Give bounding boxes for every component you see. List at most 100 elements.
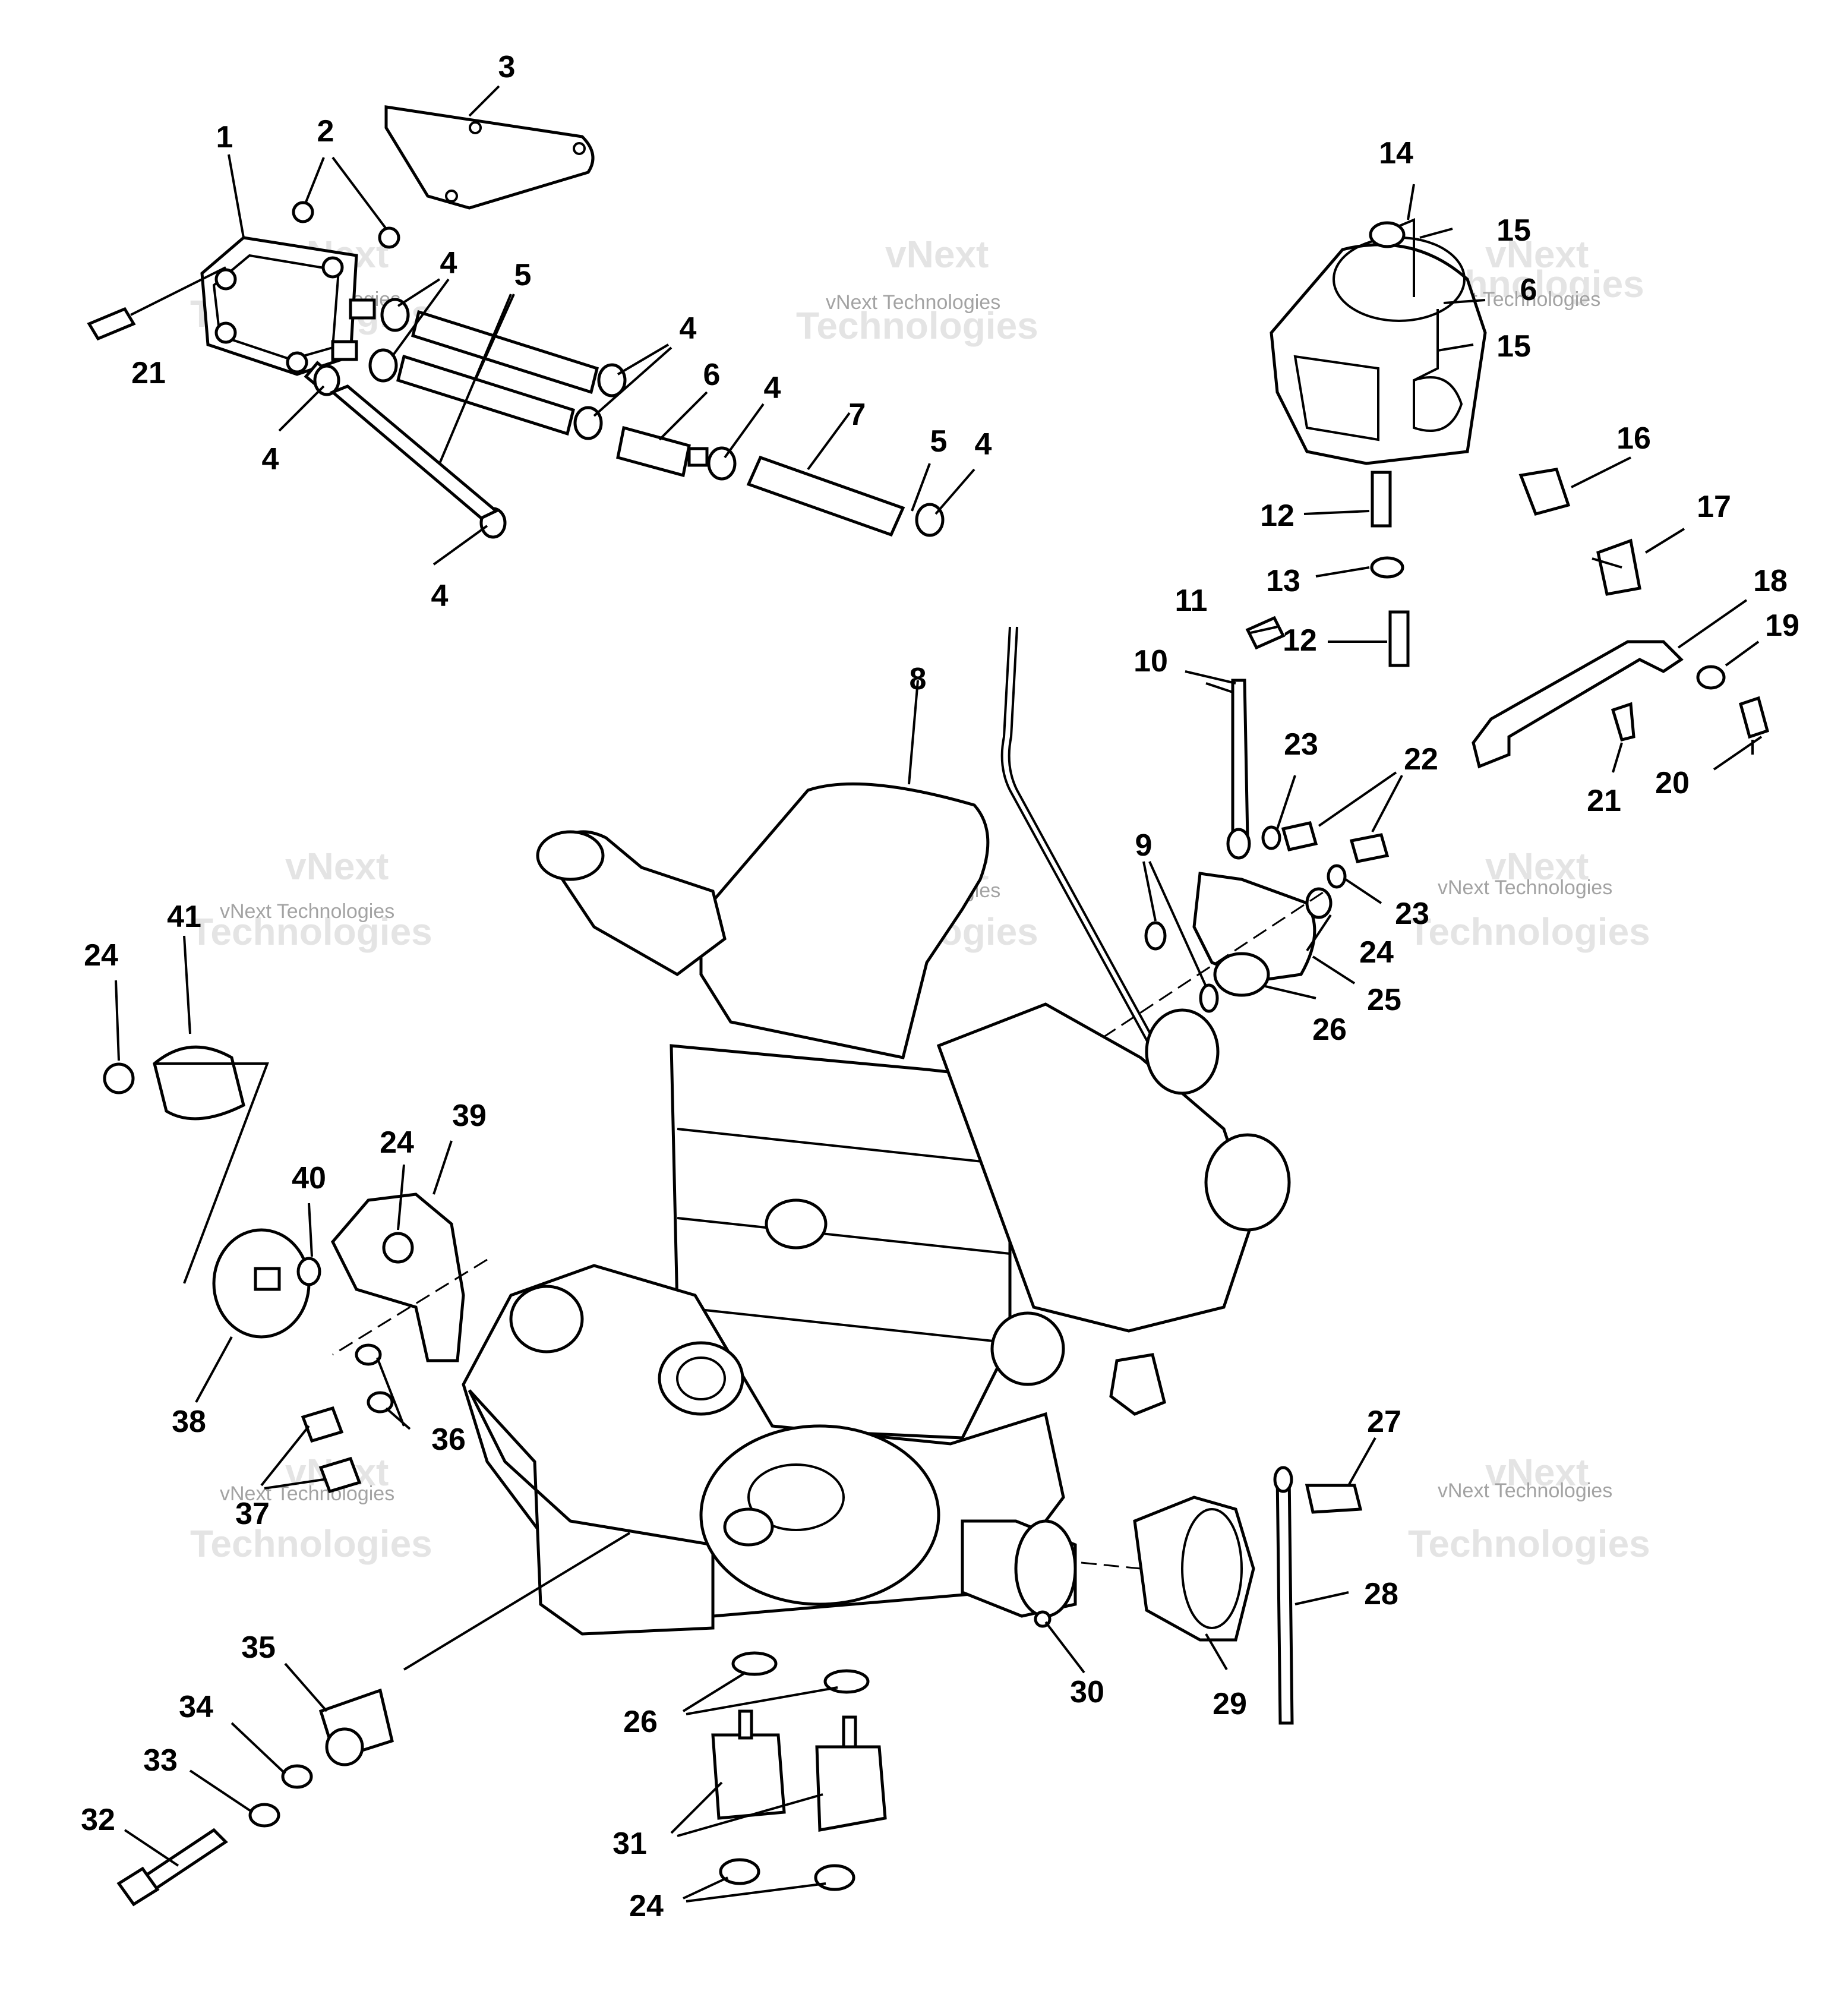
- callout-30: 30: [1070, 1675, 1104, 1709]
- bolt: [140, 1828, 228, 1892]
- watermark-company: Technologies: [1408, 1522, 1650, 1565]
- callout-26-right-mount: 26: [1312, 1012, 1347, 1047]
- callout-6-filter: 6: [703, 358, 721, 392]
- callout-41: 41: [167, 900, 201, 934]
- watermark-bottom-right: vNext Technologies vNext Technologies: [1408, 1451, 1650, 1565]
- watermark-caption: vNext Technologies: [220, 1482, 394, 1505]
- ground-strap: [1231, 679, 1249, 840]
- callout-1: 1: [216, 120, 233, 154]
- washer: [281, 1764, 313, 1789]
- washer: [355, 1343, 382, 1366]
- carburetor-group: [1245, 218, 1770, 769]
- callout-9: 9: [1135, 828, 1153, 863]
- mounting-plate: [384, 105, 595, 210]
- callout-34: 34: [179, 1690, 213, 1724]
- nut: [292, 201, 314, 223]
- clamp: [1014, 1519, 1077, 1618]
- flange-nut: [719, 1858, 760, 1885]
- washer: [367, 1391, 394, 1414]
- drain-tube: [1371, 471, 1392, 528]
- nut: [1305, 887, 1333, 919]
- callout-24-left-bracket: 24: [380, 1125, 414, 1160]
- callout-31: 31: [612, 1826, 647, 1861]
- mount-washer: [731, 1651, 778, 1676]
- washer: [1144, 921, 1167, 951]
- callout-21-pump-screw: 21: [131, 356, 166, 390]
- callout-4-filter: 4: [764, 371, 781, 405]
- fuel-filter: [616, 425, 691, 478]
- callout-13: 13: [1266, 564, 1300, 598]
- callout-40: 40: [292, 1161, 326, 1195]
- washer: [1199, 983, 1219, 1013]
- watermark-mid-left: vNext Technologies vNext Technologies: [190, 845, 432, 953]
- washer: [1696, 665, 1726, 690]
- callout-39: 39: [452, 1099, 487, 1133]
- hose-clamp: [368, 348, 398, 383]
- washer: [296, 1257, 321, 1286]
- callout-4-hose-upper-left: 4: [440, 246, 457, 280]
- left-mount-group: [103, 1045, 488, 1494]
- callout-labels: 1 2 3 4 4 4 4 4 4 5 5 6 6 7 8 9 10 11 12…: [81, 50, 1799, 1923]
- screw: [1611, 702, 1635, 742]
- bottom-mount-group: [711, 1651, 887, 1891]
- flange-nut: [814, 1864, 855, 1891]
- watermark-brand: vNext: [1485, 845, 1589, 888]
- rubber-mount: [815, 1745, 887, 1832]
- screw: [87, 307, 136, 341]
- watermark-brand: vNext: [285, 845, 389, 888]
- callout-7: 7: [849, 397, 866, 432]
- screw: [1245, 616, 1286, 650]
- callout-26-bottom-washers: 26: [623, 1705, 658, 1739]
- hose-clamp: [597, 363, 627, 397]
- lock-washer: [1327, 864, 1347, 889]
- watermark-brand: vNext: [1485, 1451, 1589, 1494]
- hose-clamp: [707, 446, 737, 481]
- callout-15-upper: 15: [1496, 213, 1531, 248]
- watermark-brand: vNext: [1485, 233, 1589, 276]
- callout-5-hose-end: 5: [930, 424, 948, 459]
- nut: [378, 226, 400, 249]
- watermark-caption: vNext Technologies: [1438, 876, 1612, 899]
- drain-tube: [1388, 610, 1410, 667]
- cylinder-head-cover: [699, 782, 990, 1059]
- callout-20: 20: [1655, 766, 1690, 800]
- callout-23-upper: 23: [1284, 727, 1318, 762]
- fuel-hose: [396, 354, 575, 436]
- callout-21-bracket-screw: 21: [1587, 784, 1621, 818]
- cables: [1000, 626, 1251, 1177]
- coupler-group: [1014, 1466, 1363, 1725]
- callout-12-upper: 12: [1260, 499, 1294, 533]
- lower-hardware-group: [116, 1532, 631, 1907]
- callout-37: 37: [235, 1497, 270, 1531]
- oil-pan: [468, 1389, 715, 1636]
- callout-32: 32: [81, 1803, 115, 1837]
- callout-14: 14: [1379, 136, 1413, 171]
- callout-35: 35: [241, 1630, 276, 1665]
- watermark-company: Technologies: [190, 910, 432, 953]
- watermark-caption: vNext Technologies: [1438, 1479, 1612, 1502]
- bolt: [318, 1456, 362, 1494]
- watermark-bottom-left: vNext Technologies vNext Technologies: [190, 1451, 432, 1565]
- callout-27: 27: [1367, 1405, 1401, 1439]
- hose-clamp: [313, 364, 340, 396]
- callout-4-lower-hose: 4: [431, 579, 449, 613]
- lock-washer: [1261, 825, 1281, 850]
- callout-15-lower: 15: [1496, 329, 1531, 364]
- rubber-mount: [711, 1733, 786, 1820]
- watermark-brand: vNext: [885, 233, 989, 276]
- right-mount-group: [819, 821, 1390, 1225]
- engine-mount-bracket: [331, 1192, 465, 1362]
- callout-29: 29: [1213, 1687, 1247, 1721]
- bushing: [1518, 468, 1571, 516]
- heat-shield: [153, 1045, 245, 1121]
- watermark-company: Technologies: [796, 304, 1038, 347]
- screw: [1738, 696, 1770, 739]
- watermark-caption: vNext Technologies: [220, 900, 394, 923]
- support-bracket: [1472, 640, 1684, 769]
- callout-8: 8: [910, 662, 927, 696]
- bolt: [1281, 821, 1318, 851]
- watermark-top-center: vNext Technologies vNext Technologies: [796, 233, 1038, 347]
- callout-23-lower: 23: [1395, 897, 1429, 931]
- callout-4-pump-outlet: 4: [262, 442, 279, 477]
